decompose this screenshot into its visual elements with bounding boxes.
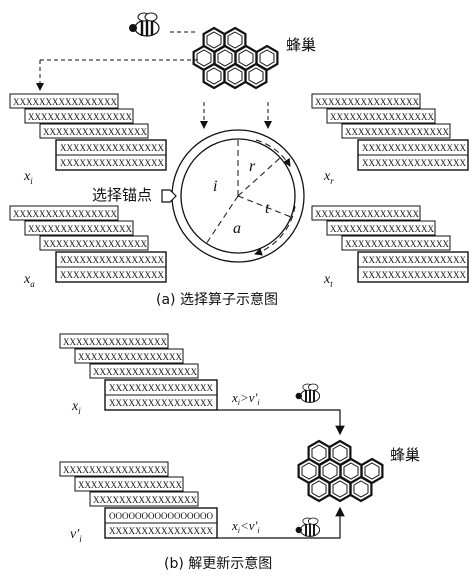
condition-bottom: xi<v′i [231,518,260,535]
card-text: XXXXXXXXXXXXXXXX [13,209,117,219]
stack-top-x-i: XXXXXXXXXXXXXXXX XXXXXXXXXXXXXXXX XXXXXX… [59,333,218,411]
svg-text:xi<v′i: xi<v′i [231,518,260,535]
honeycomb-icon [297,439,384,503]
card-text: XXXXXXXXXXXXXXXX [315,209,419,219]
condition-top: xi>v′i [231,390,260,407]
stack-label-x-t: xt [323,272,333,289]
card-text: XXXXXXXXXXXXXXXX [362,143,466,153]
honeycomb-icon [192,26,279,90]
sector-label-r: r [249,158,256,175]
card-text: XXXXXXXXXXXXXXXX [60,158,164,168]
stack-x-i: XXXXXXXXXXXXXXXX XXXXXXXXXXXXXXXX XXXXXX… [9,93,167,171]
card-text: XXXXXXXXXXXXXXXX [78,480,182,490]
card-text: XXXXXXXXXXXXXXXX [43,127,147,137]
card-text: XXXXXXXXXXXXXXXX [63,337,167,347]
bee-icon [127,11,161,38]
card-text: XXXXXXXXXXXXXXXX [60,270,164,280]
card-text: XXXXXXXXXXXXXXXX [60,255,164,265]
caption-a: (a) 选择算子示意图 [156,291,278,308]
card-text: XXXXXXXXXXXXXXXX [330,224,434,234]
stack-x-t: XXXXXXXXXXXXXXXX XXXXXXXXXXXXXXXX XXXXXX… [311,205,469,283]
svg-text:xi>v′i: xi>v′i [231,390,260,407]
bee-icon [294,517,321,538]
stack-bottom-v-i: XXXXXXXXXXXXXXXX XXXXXXXXXXXXXXXX XXXXXX… [59,461,218,539]
card-text: XXXXXXXXXXXXXXXX [93,495,197,505]
hive-label: 蜂巢 [390,446,420,464]
stack-label-v-i: v′i [70,527,82,544]
svg-text:xr: xr [323,169,334,186]
card-text-modified: OOOOOOOOOOOOOOOO [109,511,213,521]
stack-label-x-a: xa [23,272,35,289]
card-text: XXXXXXXXXXXXXXXX [345,127,449,137]
card-text: XXXXXXXXXXXXXXXX [60,143,164,153]
bottom-to-hive-arrow [217,506,345,539]
sector-label-i: i [213,178,217,195]
stack-label-x-r: xr [323,169,334,186]
part-a-selection-operator: 蜂巢 XXXXXXXXXXXXXXXX XXXXXXXXXXXXXXXX XXX… [9,11,469,308]
hive-label: 蜂巢 [286,36,316,54]
card-text: XXXXXXXXXXXXXXXX [109,398,213,408]
card-text: XXXXXXXXXXXXXXXX [345,239,449,249]
top-to-hive-arrow [217,409,345,436]
anchor-label: 选择锚点 [92,186,152,204]
svg-text:xa: xa [23,272,35,289]
card-text: XXXXXXXXXXXXXXXX [330,112,434,122]
stack-x-a: XXXXXXXXXXXXXXXX XXXXXXXXXXXXXXXX XXXXXX… [9,205,167,283]
svg-text:xi: xi [23,169,33,186]
card-text: XXXXXXXXXXXXXXXX [43,239,147,249]
stack-label-x-i: xi [23,169,33,186]
caption-b: (b) 解更新示意图 [164,555,272,572]
sector-label-a: a [233,220,241,237]
card-text: XXXXXXXXXXXXXXXX [362,270,466,280]
card-text: XXXXXXXXXXXXXXXX [28,112,132,122]
card-text: XXXXXXXXXXXXXXXX [362,255,466,265]
svg-text:v′i: v′i [70,527,82,544]
stack-label-x-i: xi [71,399,81,416]
card-text: XXXXXXXXXXXXXXXX [93,367,197,377]
card-text: XXXXXXXXXXXXXXXX [63,465,167,475]
roulette-wheel: i r t a [171,129,305,263]
sector-label-t: t [265,200,270,217]
card-text: XXXXXXXXXXXXXXXX [109,383,213,393]
card-text: XXXXXXXXXXXXXXXX [109,526,213,536]
card-text: XXXXXXXXXXXXXXXX [28,224,132,234]
stack-x-r: XXXXXXXXXXXXXXXX XXXXXXXXXXXXXXXX XXXXXX… [311,93,469,171]
card-text: XXXXXXXXXXXXXXXX [315,97,419,107]
svg-text:xt: xt [323,272,333,289]
card-text: XXXXXXXXXXXXXXXX [78,352,182,362]
anchor-pointer [161,189,177,203]
svg-text:xi: xi [71,399,81,416]
bee-icon [294,383,321,404]
part-b-solution-update: XXXXXXXXXXXXXXXX XXXXXXXXXXXXXXXX XXXXXX… [59,333,420,572]
card-text: XXXXXXXXXXXXXXXX [362,158,466,168]
card-text: XXXXXXXXXXXXXXXX [13,97,117,107]
